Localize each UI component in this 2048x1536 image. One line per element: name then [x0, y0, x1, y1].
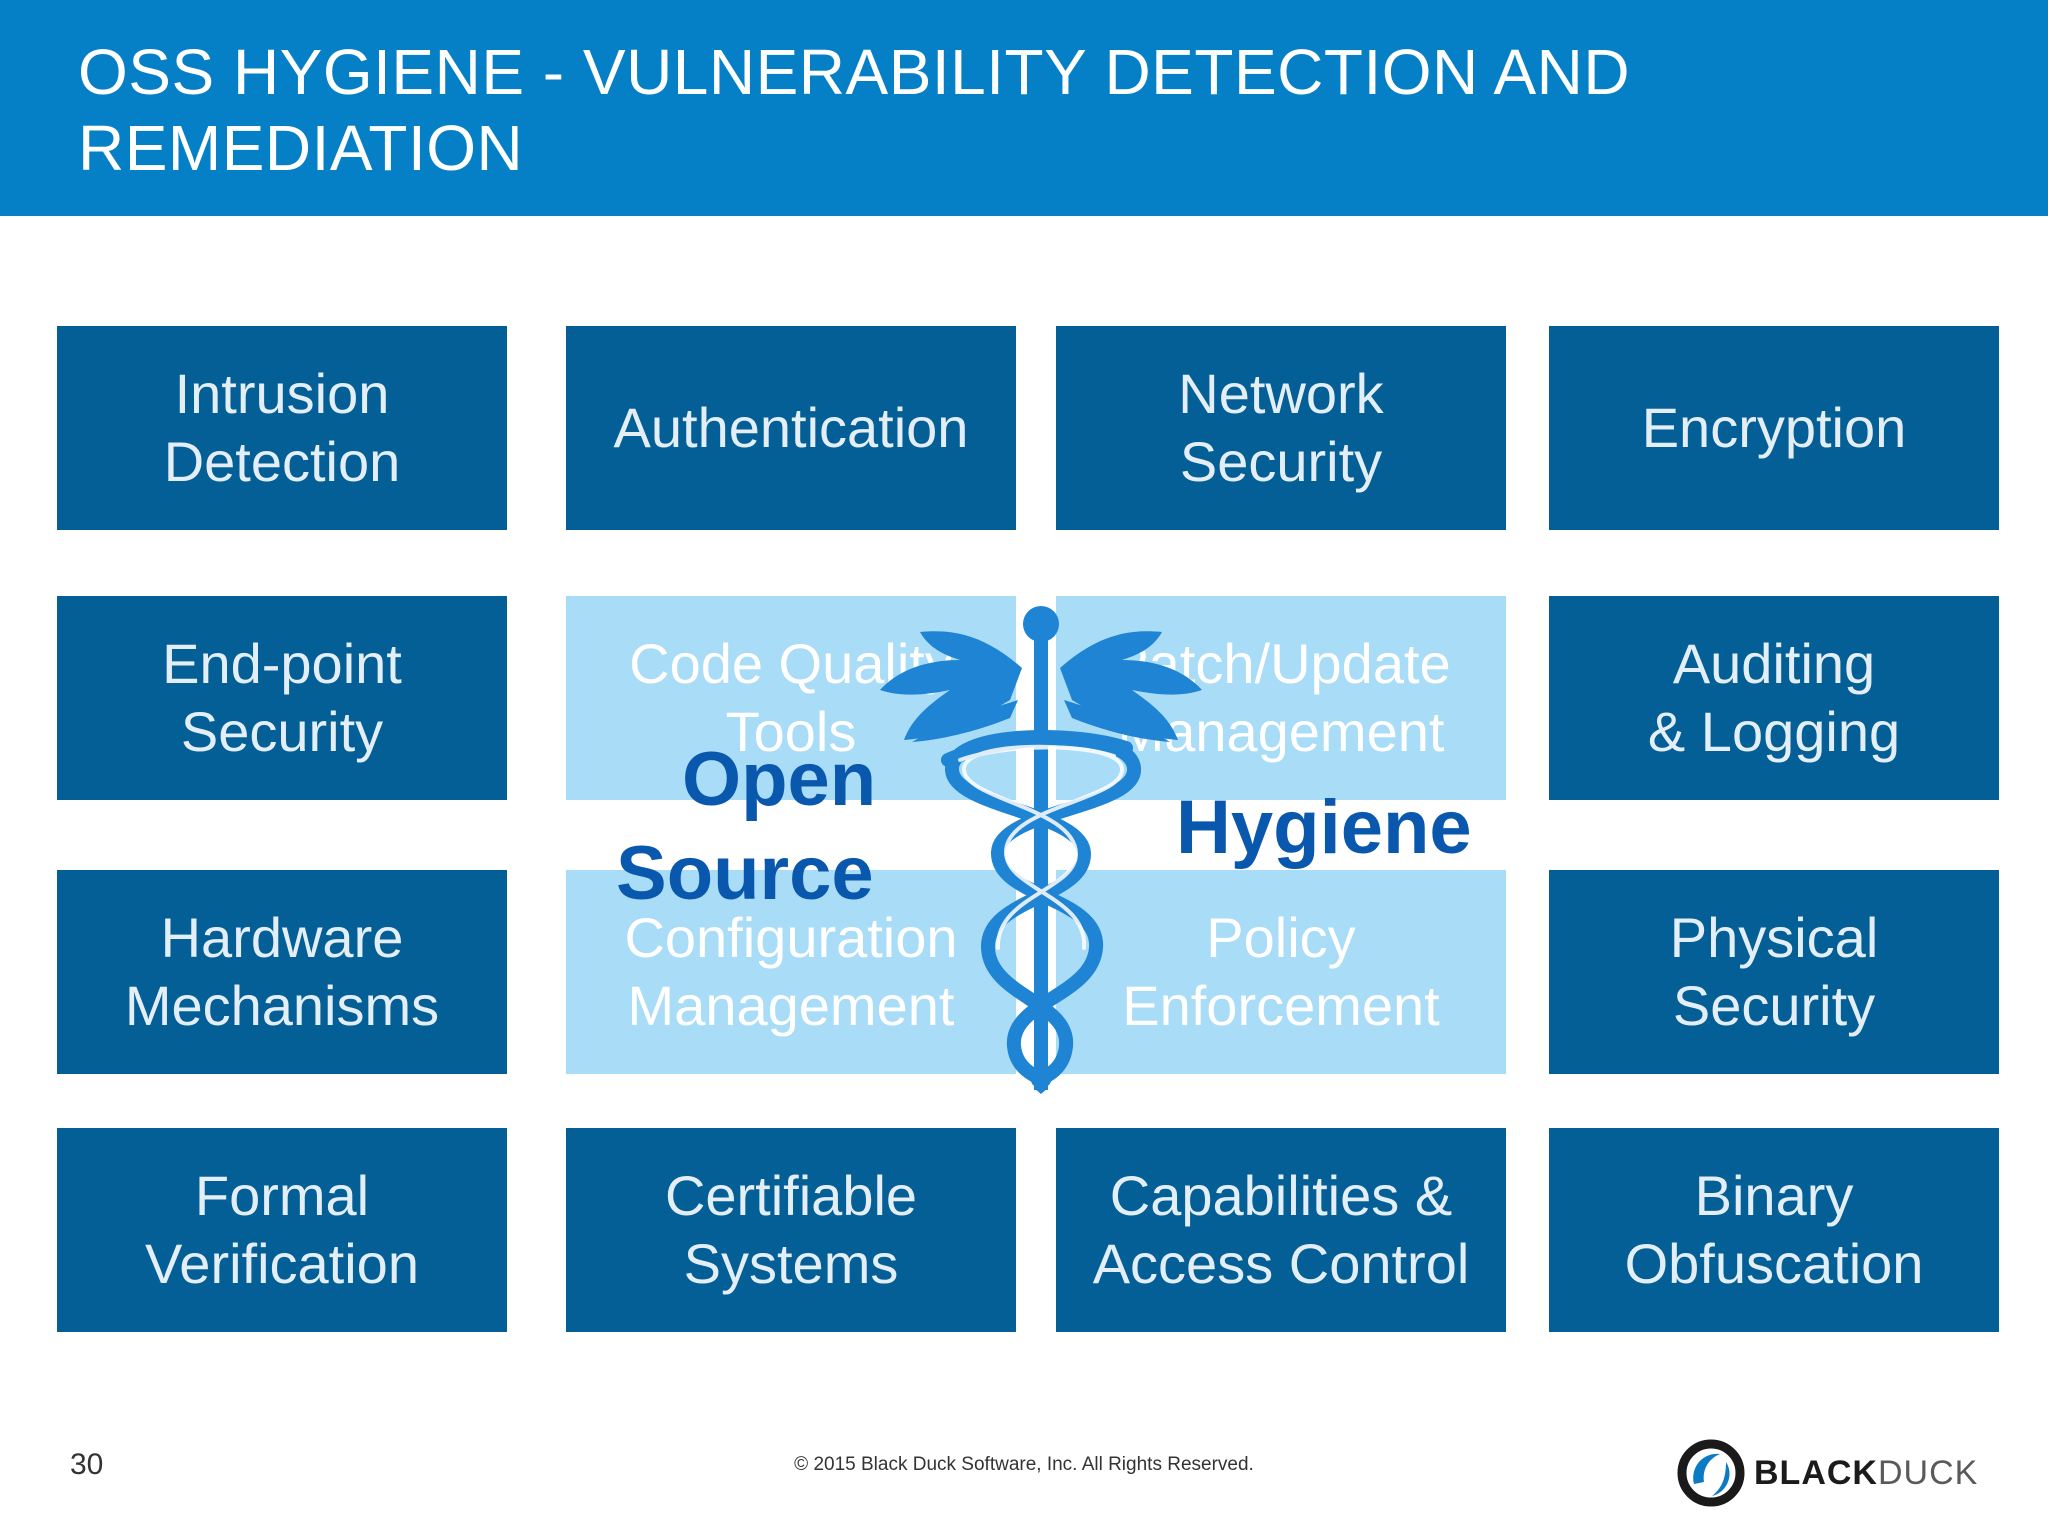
tile-policy-enforcement: Policy Enforcement	[1056, 870, 1506, 1074]
tile-end-point-security: End-point Security	[57, 596, 507, 800]
tile-patch-update-management: Patch/Update Management	[1056, 596, 1506, 800]
logo-text-duck: DUCK	[1877, 1453, 1979, 1492]
tile-formal-verification: Formal Verification	[57, 1128, 507, 1332]
logo-text-black: BLACK	[1754, 1453, 1878, 1492]
overlay-word-open: Open	[682, 737, 877, 822]
slide-title: OSS HYGIENE - VULNERABILITY DETECTION AN…	[78, 36, 1631, 184]
tile-authentication: Authentication	[566, 326, 1016, 530]
tile-certifiable-systems: Certifiable Systems	[566, 1128, 1016, 1332]
blackduck-logo-icon	[1677, 1439, 1745, 1507]
tile-capabilities-access-control: Capabilities & Access Control	[1056, 1128, 1506, 1332]
tile-encryption: Encryption	[1549, 326, 1999, 530]
overlay-word-source: Source	[616, 831, 874, 916]
copyright-notice: © 2015 Black Duck Software, Inc. All Rig…	[794, 1454, 1254, 1475]
tile-binary-obfuscation: Binary Obfuscation	[1549, 1128, 1999, 1332]
tile-network-security: Network Security	[1056, 326, 1506, 530]
overlay-word-hygiene: Hygiene	[1176, 785, 1472, 870]
page-number: 30	[70, 1448, 104, 1481]
tile-hardware-mechanisms: Hardware Mechanisms	[57, 870, 507, 1074]
tile-physical-security: Physical Security	[1549, 870, 1999, 1074]
tile-auditing-logging: Auditing & Logging	[1549, 596, 1999, 800]
title-bar: OSS HYGIENE - VULNERABILITY DETECTION AN…	[0, 0, 2048, 216]
tile-intrusion-detection: Intrusion Detection	[57, 326, 507, 530]
